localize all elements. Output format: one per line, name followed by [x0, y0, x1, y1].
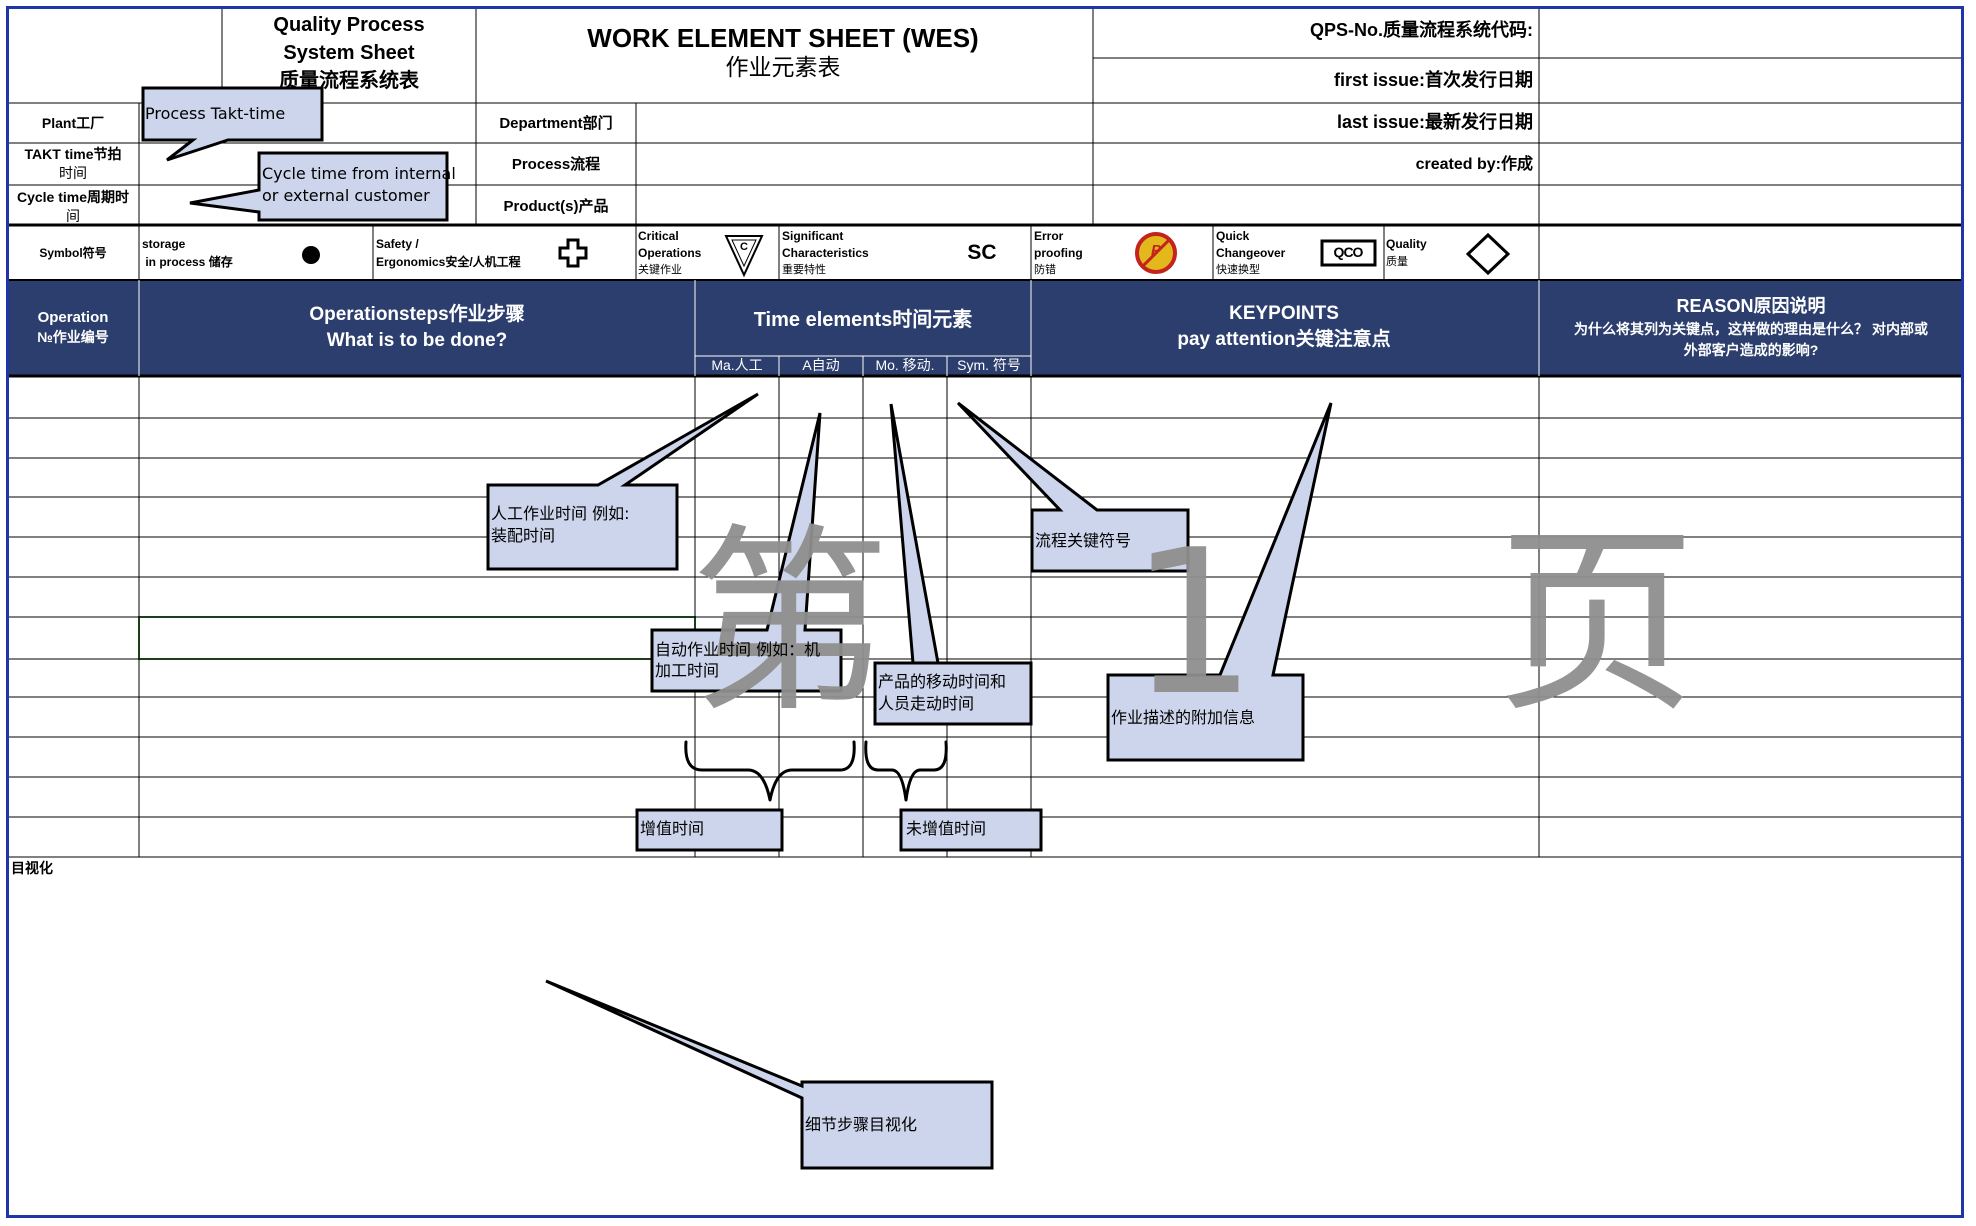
error-proofing-icon — [1135, 232, 1177, 274]
significant-label-2: Characteristics — [782, 246, 869, 260]
sheet-border — [6, 6, 1964, 1218]
qps-title-line2: System Sheet — [283, 42, 415, 64]
created-by-label: created by:作成 — [1415, 156, 1533, 173]
safety-cross-icon — [558, 238, 588, 268]
safety-label-2: Ergonomics安全/人机工程 — [376, 255, 521, 269]
callout-manual-text-2: 装配时间 — [491, 526, 556, 545]
storage-label-1: storage — [142, 237, 186, 251]
last-issue-label: last issue:最新发行日期 — [1336, 112, 1533, 132]
sym-header: Sym. 符号 — [957, 357, 1021, 373]
callout-manual — [486, 392, 759, 571]
quality-label-2: 质量 — [1386, 256, 1408, 268]
error-label-1: Error — [1034, 229, 1064, 243]
ma-header: Ma.人工 — [711, 357, 763, 373]
callout-visual — [545, 979, 994, 1170]
visualization-label: 目视化 — [11, 860, 53, 876]
plant-label: Plant工厂 — [41, 115, 105, 131]
error-glyph: P — [1150, 242, 1162, 259]
page-watermark: 第 1 页 — [690, 507, 1785, 740]
significant-label-1: Significant — [782, 229, 844, 243]
reason-header-3: 外部客户造成的影响? — [1683, 342, 1819, 358]
reason-header-1: REASON原因说明 — [1676, 296, 1826, 316]
process-label: Process流程 — [511, 156, 601, 173]
callout-move — [873, 403, 1033, 726]
symbol-label: Symbol符号 — [39, 246, 107, 260]
callout-auto-text-2: 加工时间 — [655, 661, 720, 680]
cycle-label-1: Cycle time周期时 — [16, 189, 130, 205]
safety-label-1: Safety / — [376, 237, 419, 251]
critical-label-2: Operations — [638, 246, 702, 260]
storage-label-2: in process 储存 — [142, 255, 233, 269]
takt-label-1: TAKT time节拍 — [24, 146, 122, 162]
steps-header-1: Operationsteps作业步骤 — [309, 304, 525, 325]
steps-header-2: What is to be done? — [326, 330, 508, 351]
critical-label-3: 关键作业 — [638, 264, 682, 276]
callout-auto — [650, 412, 843, 693]
op-no-header-2: №作业编号 — [37, 329, 109, 345]
sc-glyph: SC — [967, 241, 997, 264]
callout-visual-text: 细节步骤目视化 — [805, 1115, 918, 1134]
callout-keypoint — [1106, 402, 1333, 762]
quick-label-1: Quick — [1216, 229, 1250, 243]
first-issue-label: first issue:首次发行日期 — [1333, 70, 1533, 90]
storage-dot-icon — [302, 246, 320, 264]
callout-value-added — [635, 808, 784, 852]
quick-changeover-icon — [1320, 239, 1377, 267]
callout-symbol-text: 流程关键符号 — [1035, 531, 1132, 550]
keypoints-header-1: KEYPOINTS — [1229, 303, 1339, 324]
table-header-band — [9, 280, 1963, 376]
error-label-2: proofing — [1034, 246, 1083, 260]
quality-label-1: Quality — [1386, 237, 1427, 251]
callout-auto-text-1: 自动作业时间 例如：机 — [655, 640, 821, 659]
qps-title-line1: Quality Process — [273, 14, 425, 36]
critical-operations-triangle-icon — [724, 235, 764, 278]
critical-label-1: Critical — [638, 229, 679, 243]
callout-takt — [141, 86, 324, 162]
main-title: WORK ELEMENT SHEET (WES) — [587, 23, 979, 53]
significant-label-3: 重要特性 — [782, 264, 826, 276]
callout-move-text-2: 人员走动时间 — [878, 694, 975, 713]
callout-cycle — [189, 151, 449, 222]
error-label-3: 防错 — [1034, 264, 1056, 276]
callout-non-value-added — [899, 808, 1043, 852]
callout-manual-text-1: 人工作业时间 例如: — [491, 504, 630, 523]
mo-header: Mo. 移动. — [875, 357, 935, 373]
callout-takt-text: Process Takt-time — [145, 104, 286, 123]
quality-diamond-icon — [1465, 232, 1511, 276]
critical-glyph: C — [740, 241, 748, 253]
callout-value-added-text: 增值时间 — [640, 819, 705, 838]
cycle-label-2: 间 — [66, 208, 80, 224]
op-no-header-1: Operation — [37, 309, 109, 326]
reason-header-2: 为什么将其列为关键点，这样做的理由是什么？ 对内部或 — [1574, 321, 1928, 337]
callout-keypoint-text: 作业描述的附加信息 — [1111, 708, 1256, 727]
callout-cycle-text-2: or external customer — [262, 186, 430, 205]
quick-label-2: Changeover — [1216, 246, 1286, 260]
qps-no-label: QPS-No.质量流程系统代码: — [1310, 20, 1533, 40]
time-elements-header: Time elements时间元素 — [753, 309, 973, 331]
non-value-added-brace — [864, 740, 948, 802]
callout-non-value-added-text: 未增值时间 — [906, 819, 987, 838]
qps-title-cn: 质量流程系统表 — [279, 70, 419, 92]
quick-label-3: 快速换型 — [1216, 264, 1260, 276]
callout-symbol — [956, 401, 1190, 573]
department-label: Department部门 — [499, 115, 613, 132]
callout-move-text-1: 产品的移动时间和 — [878, 672, 1007, 691]
keypoints-header-2: pay attention关键注意点 — [1177, 329, 1391, 350]
takt-label-2: 时间 — [59, 165, 87, 181]
product-label: Product(s)产品 — [503, 198, 609, 215]
quick-glyph: QCO — [1333, 244, 1364, 260]
a-header: A自动 — [802, 357, 840, 373]
main-title-cn: 作业元素表 — [725, 55, 841, 81]
value-added-brace — [684, 740, 856, 802]
callout-cycle-text-1: Cycle time from internal — [262, 164, 456, 183]
